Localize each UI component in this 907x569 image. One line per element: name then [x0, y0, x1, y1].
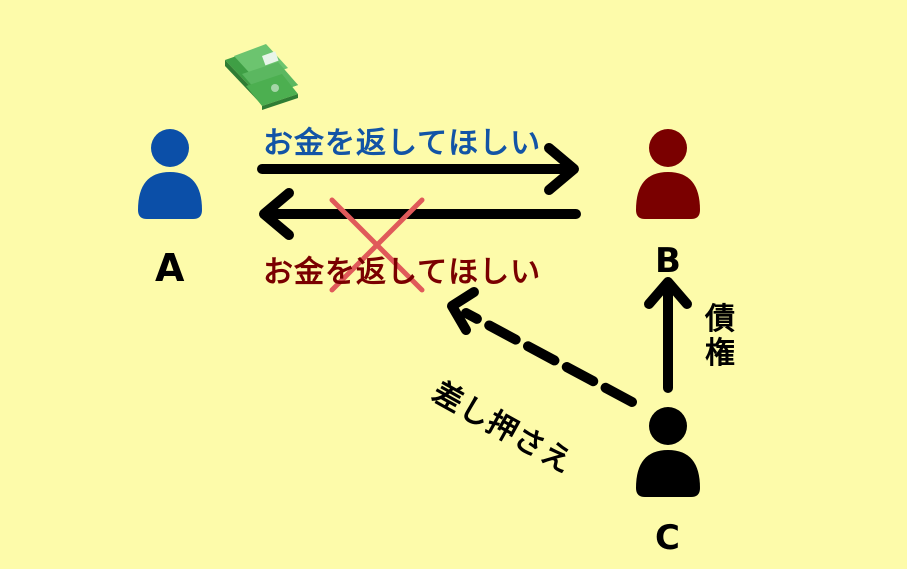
person-a-icon	[138, 129, 202, 219]
person-a-name: A	[155, 246, 185, 290]
money-icon	[225, 44, 298, 110]
arrow-a-to-b	[257, 143, 579, 195]
cross-mark-icon	[329, 197, 425, 293]
arrow-b-to-a	[259, 188, 581, 240]
person-b-icon	[636, 129, 700, 219]
label-a-to-b: お金を返してほしい	[263, 126, 542, 161]
label-c-to-b: 債権	[705, 302, 735, 371]
person-c-name: C	[655, 518, 680, 558]
person-c-icon	[636, 407, 700, 497]
arrow-c-to-a	[447, 287, 637, 407]
arrow-c-to-b	[644, 277, 692, 393]
label-b-to-a: お金を返してほしい	[263, 255, 542, 290]
person-b-name: B	[655, 241, 681, 281]
